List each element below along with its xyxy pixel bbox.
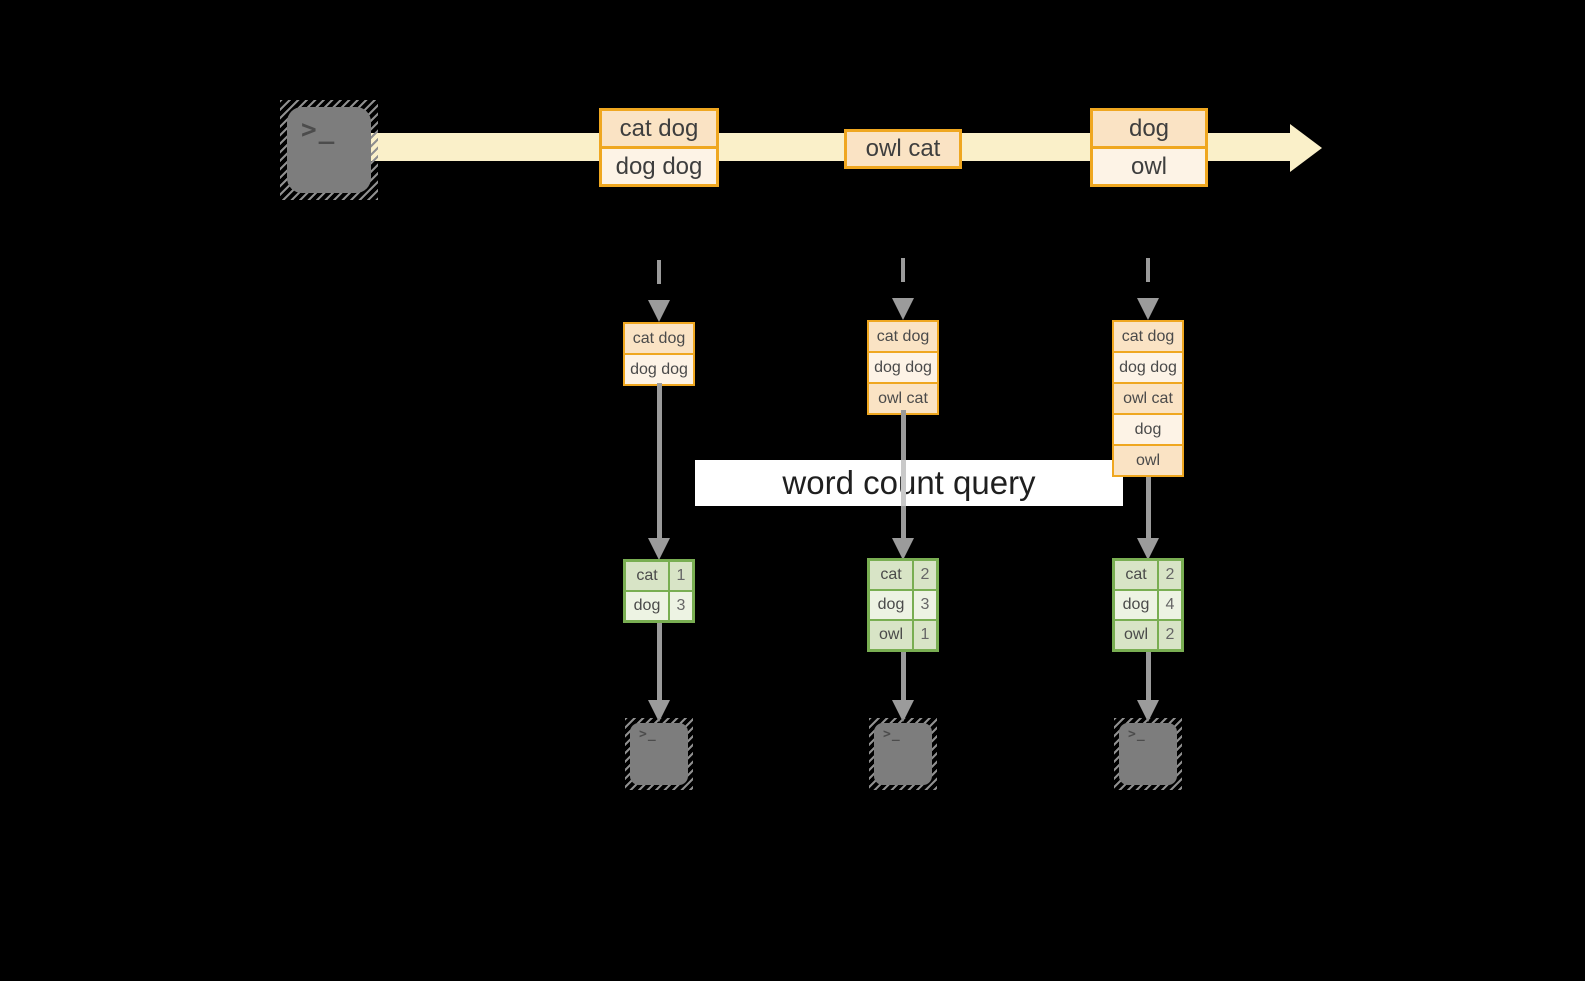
table-row: cat 1 xyxy=(626,562,692,590)
arrowhead-icon xyxy=(1137,538,1159,560)
sink-terminal-icon: >_ xyxy=(1114,718,1182,790)
input-list-1: cat dog dog dog xyxy=(623,322,695,386)
batch-row: dog xyxy=(1093,111,1205,146)
count-table-3: cat 2 dog 4 owl 2 xyxy=(1112,558,1184,652)
word-count-query-label: word count query xyxy=(695,460,1123,506)
list-row: cat dog xyxy=(869,322,937,351)
batch-row: dog dog xyxy=(602,146,716,184)
dashed-arrow xyxy=(657,260,661,296)
sink-terminal-icon: >_ xyxy=(625,718,693,790)
list-row: dog dog xyxy=(869,351,937,382)
list-row: dog dog xyxy=(1114,351,1182,382)
terminal-prompt-icon: >_ xyxy=(301,115,337,145)
count-cell: 1 xyxy=(676,567,686,584)
table-row: dog 4 xyxy=(1115,589,1181,619)
list-row: owl xyxy=(1114,444,1182,475)
batch-row: cat dog xyxy=(602,111,716,146)
table-row: cat 2 xyxy=(870,561,936,589)
terminal-prompt-icon: >_ xyxy=(639,727,657,742)
table-row: cat 2 xyxy=(1115,561,1181,589)
query-label-text: word count query xyxy=(782,464,1036,501)
word-cell: dog xyxy=(626,592,670,620)
list-row: owl cat xyxy=(1114,382,1182,413)
count-cell: 2 xyxy=(920,566,930,583)
arrowhead-icon xyxy=(648,538,670,560)
dashed-arrowhead-icon xyxy=(1137,298,1159,320)
word-cell: cat xyxy=(870,561,914,589)
table-row: owl 2 xyxy=(1115,619,1181,649)
list-row: dog xyxy=(1114,413,1182,444)
word-cell: owl xyxy=(1115,621,1159,649)
terminal-body: >_ xyxy=(630,723,688,785)
arrow-through-label xyxy=(901,460,906,506)
arrow-down xyxy=(1146,650,1151,700)
count-cell: 2 xyxy=(1165,566,1175,583)
terminal-body: >_ xyxy=(287,107,371,193)
list-row: dog dog xyxy=(625,353,693,384)
list-row: cat dog xyxy=(1114,322,1182,351)
dashed-arrowhead-icon xyxy=(892,298,914,320)
batch-row: owl xyxy=(1093,146,1205,184)
stream-arrowhead-icon xyxy=(1290,124,1322,172)
arrow-down xyxy=(657,383,662,538)
count-table-2: cat 2 dog 3 owl 1 xyxy=(867,558,939,652)
stream-batch-3: dog owl xyxy=(1090,108,1208,187)
list-row: cat dog xyxy=(625,324,693,353)
arrowhead-icon xyxy=(1137,700,1159,722)
count-cell: 2 xyxy=(1165,626,1175,643)
count-cell: 4 xyxy=(1165,596,1175,613)
arrowhead-icon xyxy=(648,700,670,722)
word-cell: dog xyxy=(870,591,914,619)
list-row: owl cat xyxy=(869,382,937,413)
sink-terminal-icon: >_ xyxy=(869,718,937,790)
terminal-body: >_ xyxy=(1119,723,1177,785)
dashed-arrowhead-icon xyxy=(648,300,670,322)
arrow-down xyxy=(657,622,662,700)
input-list-3: cat dog dog dog owl cat dog owl xyxy=(1112,320,1184,477)
terminal-body: >_ xyxy=(874,723,932,785)
count-cell: 3 xyxy=(920,596,930,613)
stream-batch-2: owl cat xyxy=(844,129,962,169)
table-row: dog 3 xyxy=(870,589,936,619)
count-table-1: cat 1 dog 3 xyxy=(623,559,695,623)
terminal-prompt-icon: >_ xyxy=(1128,727,1146,742)
word-cell: dog xyxy=(1115,591,1159,619)
arrowhead-icon xyxy=(892,538,914,560)
word-cell: cat xyxy=(1115,561,1159,589)
stream-batch-1: cat dog dog dog xyxy=(599,108,719,187)
terminal-prompt-icon: >_ xyxy=(883,727,901,742)
input-list-2: cat dog dog dog owl cat xyxy=(867,320,939,415)
arrow-down xyxy=(901,650,906,700)
dashed-arrow xyxy=(901,258,905,294)
word-cell: cat xyxy=(626,562,670,590)
arrowhead-icon xyxy=(892,700,914,722)
source-terminal-icon: >_ xyxy=(280,100,378,200)
count-cell: 3 xyxy=(676,597,686,614)
word-cell: owl xyxy=(870,621,914,649)
count-cell: 1 xyxy=(920,626,930,643)
table-row: owl 1 xyxy=(870,619,936,649)
batch-row: owl cat xyxy=(847,132,959,166)
arrow-down xyxy=(1146,476,1151,538)
table-row: dog 3 xyxy=(626,590,692,620)
dashed-arrow xyxy=(1146,258,1150,294)
